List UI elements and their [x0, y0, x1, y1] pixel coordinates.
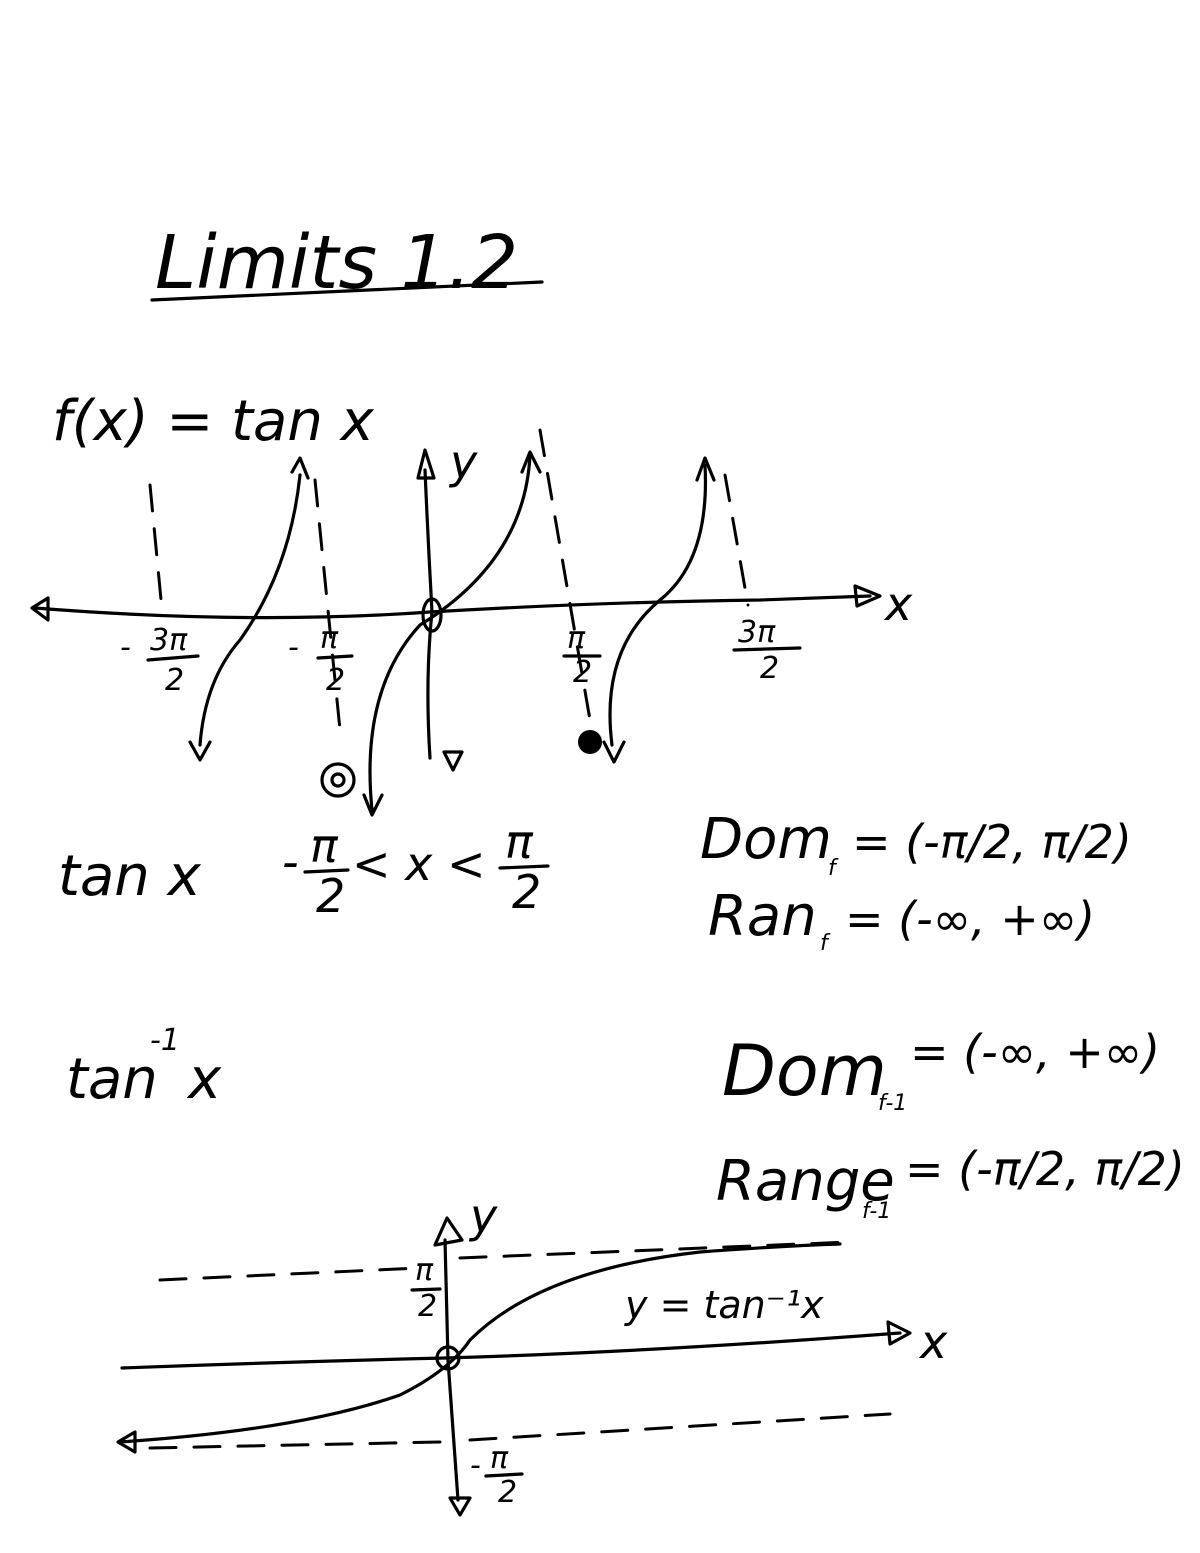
graph1-x-axis-left-arrowhead [30, 596, 50, 622]
graph2-x-label: x [918, 1315, 948, 1369]
svg-text:< x <: < x < [352, 837, 486, 891]
svg-text:Ran: Ran [708, 884, 817, 949]
function-definition: f(x) = tan x [52, 389, 375, 454]
svg-text:π: π [567, 621, 586, 656]
graph1-x-axis-right-arrowhead [853, 584, 882, 608]
arctan-curve-left-arrowhead [116, 1430, 137, 1454]
svg-text:π: π [320, 621, 339, 656]
tan-branch-3-arrow [695, 456, 716, 482]
bottom-asymptote-left [148, 1440, 442, 1450]
svg-text:f: f [820, 931, 831, 956]
svg-text:2: 2 [316, 869, 345, 923]
svg-text:= (-π/2, π/2): = (-π/2, π/2) [852, 815, 1132, 869]
graph1-y-axis-down-arrowhead [442, 750, 464, 772]
svg-text:2: 2 [498, 1475, 517, 1510]
svg-text:π: π [415, 1253, 434, 1288]
page-title: Limits 1.2 [150, 220, 544, 306]
graph2-origin-marker [435, 1345, 461, 1371]
open-point-marker [320, 762, 356, 798]
graph2-x-axis-arrowhead [886, 1320, 912, 1346]
top-asymptote-right [458, 1240, 852, 1260]
svg-text:Range: Range [716, 1149, 895, 1214]
svg-text:f: f [828, 856, 839, 881]
open-point-marker-inner [330, 772, 346, 788]
title-text: Limits 1.2 [155, 220, 518, 306]
graph2-x-axis [120, 1331, 902, 1370]
top-asymptote-left [158, 1266, 422, 1282]
svg-text:= (-∞, +∞): = (-∞, +∞) [910, 1025, 1160, 1079]
bottom-asymptote-right [468, 1412, 892, 1442]
arctan-curve [118, 1242, 842, 1444]
graph1-x-axis [33, 594, 872, 620]
svg-text:2: 2 [512, 865, 541, 919]
tan-branch-2-arrow [520, 450, 542, 474]
domain-of-f: Dom f = (-π/2, π/2) [700, 807, 1132, 881]
graph1-origin-marker [421, 597, 443, 633]
svg-text:f-1: f-1 [862, 1199, 891, 1224]
tan-graph: x y - 3π 2 - [30, 428, 913, 817]
tan-restriction-label: tan x [58, 844, 202, 909]
svg-text:f-1: f-1 [878, 1091, 907, 1116]
filled-point-marker [578, 730, 602, 754]
top-asymptote-label: π 2 [410, 1253, 442, 1324]
tan-restriction: tan x - π 2 < x < π 2 [58, 815, 550, 923]
tan-branch-3 [608, 463, 708, 747]
tan-branch-2-down-arrow [362, 793, 384, 817]
bottom-asymptote-label: - π 2 [470, 1441, 524, 1510]
svg-text:x: x [186, 1047, 222, 1112]
svg-text:tan: tan [66, 1047, 158, 1112]
svg-text:π: π [310, 819, 339, 873]
graph1-x-label: x [883, 577, 913, 631]
graph2-y-label: y [468, 1189, 498, 1243]
svg-text:2: 2 [326, 663, 345, 698]
svg-text:2: 2 [573, 655, 592, 690]
tan-branch-3-down-arrow [602, 740, 626, 764]
asymptote-pi-over-2 [538, 428, 592, 722]
tan-branch-1-arrow [290, 456, 310, 480]
graph1-y-axis [423, 468, 434, 760]
svg-text:-: - [120, 630, 131, 665]
tan-branch-1 [198, 473, 302, 747]
graph2-y-axis [443, 1238, 460, 1502]
asymptote-neg-3pi-over-2 [148, 483, 164, 612]
tick-label-neg-pi-over-2: - π 2 [288, 621, 354, 698]
range-of-f-inverse: Range f-1 = (-π/2, π/2) [716, 1142, 1185, 1224]
svg-text:π: π [505, 815, 534, 869]
svg-text:3π: 3π [150, 623, 188, 658]
tick-label-3pi-over-2: 3π 2 [732, 615, 802, 686]
tan-branch-2 [368, 453, 532, 812]
svg-text:π: π [490, 1441, 509, 1476]
svg-text:-1: -1 [150, 1023, 180, 1058]
svg-text:3π: 3π [738, 615, 776, 650]
svg-text:= (-∞, +∞): = (-∞, +∞) [845, 892, 1095, 946]
range-of-f: Ran f = (-∞, +∞) [708, 884, 1095, 956]
arctan-label: tan -1 x [66, 1023, 222, 1112]
svg-text:= (-π/2, π/2): = (-π/2, π/2) [905, 1142, 1185, 1196]
graph2-y-axis-up-arrowhead [433, 1216, 464, 1247]
tan-branch-1-down-arrow [188, 740, 212, 762]
svg-text:-: - [470, 1448, 481, 1483]
graph1-y-axis-up-arrowhead [416, 448, 436, 480]
title-underline [150, 280, 544, 302]
domain-of-f-inverse: Dom f-1 = (-∞, +∞) [722, 1025, 1160, 1116]
svg-text:-: - [288, 630, 299, 665]
graph2-y-axis-down-arrowhead [448, 1496, 472, 1517]
arctan-graph: x y y = tan⁻¹x π 2 - π 2 [116, 1189, 948, 1517]
svg-text:Dom: Dom [700, 807, 832, 872]
svg-text:Dom: Dom [722, 1030, 887, 1112]
svg-text:2: 2 [760, 651, 779, 686]
asymptote-3pi-over-2 [723, 473, 750, 607]
svg-text:2: 2 [418, 1289, 437, 1324]
svg-text:2: 2 [165, 663, 184, 698]
graph1-y-label: y [448, 435, 478, 489]
svg-text:-: - [282, 835, 299, 889]
arctan-curve-label: y = tan⁻¹x [624, 1283, 824, 1327]
tick-label-pi-over-2: π 2 [562, 621, 602, 690]
tick-label-neg-3pi-over-2: - 3π 2 [120, 623, 200, 698]
